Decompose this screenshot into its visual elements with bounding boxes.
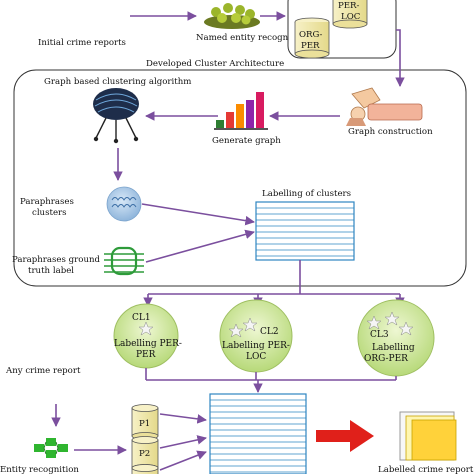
- network-globe-icon: [93, 88, 139, 144]
- any-crime-report-label: Any crime report: [5, 366, 81, 376]
- cylinder-org-per-line2: PER: [301, 41, 320, 51]
- cluster-cl3-id: CL3: [370, 330, 389, 340]
- labelling-table: [255, 201, 355, 261]
- arrow-p3-to-table: [159, 450, 207, 471]
- construction-worker-icon: [346, 87, 423, 126]
- cylinder-per-loc-line1: PER-: [338, 1, 360, 11]
- cluster-cl2-line2: LOC: [246, 352, 266, 362]
- architecture-title: Developed Cluster Architecture: [146, 59, 284, 69]
- arrow-groundtruth-to-labelling: [145, 229, 255, 263]
- graph-construction-label: Graph construction: [348, 127, 433, 137]
- cylinder-org-per-icon: [294, 17, 330, 59]
- ground-truth-coil-icon: [104, 246, 144, 276]
- ner-label: Named entity recognition: [196, 33, 308, 43]
- paraphrase-cluster-icon: [106, 186, 142, 222]
- cluster-cl3: CL3 Labelling ORG-PER: [357, 299, 435, 377]
- cluster-cl1-line2: PER: [136, 350, 156, 360]
- architecture-container: [13, 69, 467, 287]
- result-table: [209, 393, 307, 474]
- entity-recognition-label: Entity recognition: [0, 465, 79, 474]
- cylinder-p1-icon: [131, 404, 159, 440]
- graph-clustering-label: Graph based clustering algorithm: [44, 77, 191, 87]
- arrow-p2-to-table: [159, 435, 207, 449]
- cylinder-p3-icon: [131, 464, 159, 474]
- star-icon: [242, 317, 258, 332]
- star-icon: [398, 321, 414, 336]
- paraphrases-clusters-line2: clusters: [32, 208, 67, 218]
- arrow-paraphrases-to-labelling: [141, 203, 255, 226]
- cluster-cl1-id: CL1: [132, 313, 151, 323]
- red-arrow-icon: [316, 420, 374, 452]
- arrow-p1-to-table: [159, 413, 207, 424]
- paraphrases-clusters-line1: Paraphrases: [20, 197, 74, 207]
- initial-reports-label: Initial crime reports: [38, 38, 126, 48]
- ground-truth-line1: Paraphrases ground: [12, 255, 101, 265]
- cluster-cl1: CL1 Labelling PER- PER: [113, 303, 182, 369]
- cylinder-p1-label: P1: [139, 419, 150, 429]
- cluster-cl1-line1: Labelling PER-: [114, 339, 182, 349]
- ground-truth-line2: truth label: [28, 266, 74, 276]
- cluster-cl3-line1: Labelling: [372, 343, 415, 353]
- cylinder-org-per-line1: ORG-: [299, 30, 323, 40]
- arrow-db-to-graph-construction: [395, 29, 405, 87]
- entity-recognition-icon: [34, 438, 68, 458]
- labelling-table-rows: [256, 207, 354, 257]
- star-icon: [384, 311, 400, 326]
- result-table-rows: [210, 399, 306, 473]
- labelling-of-clusters-label: Labelling of clusters: [262, 189, 351, 199]
- labelled-report-document-icon: [399, 411, 457, 461]
- cluster-cl2-id: CL2: [260, 327, 279, 337]
- cluster-cl3-line2: ORG-PER: [364, 354, 408, 364]
- labelled-report-label: Labelled crime report: [378, 465, 474, 474]
- star-icon: [366, 315, 382, 330]
- people-group-icon: [204, 3, 260, 29]
- star-icon: [228, 323, 244, 338]
- cylinder-p2-label: P2: [139, 449, 150, 459]
- cylinder-per-loc-line2: LOC: [341, 12, 361, 22]
- bar-chart-icon: [214, 92, 268, 130]
- star-icon: [138, 321, 154, 336]
- cylinder-per-loc-icon: [332, 0, 368, 29]
- cluster-cl2: CL2 Labelling PER- LOC: [219, 299, 293, 373]
- generate-graph-label: Generate graph: [212, 136, 281, 146]
- cluster-cl2-line1: Labelling PER-: [222, 341, 290, 351]
